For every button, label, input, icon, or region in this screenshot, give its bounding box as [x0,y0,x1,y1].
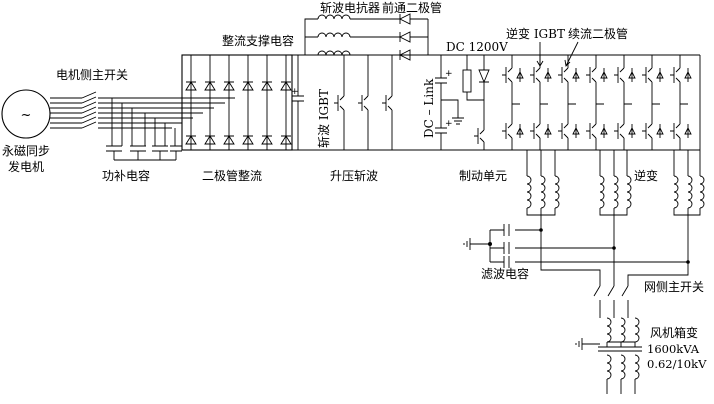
grid-switch-label: 网侧主开关 [644,280,704,294]
inverter-igbt-pointer [536,42,544,67]
filter-caps-label: 滤波电容 [481,266,529,281]
machine-side-switch [50,91,235,129]
freewheel-diode-pointer [564,41,579,67]
chopper-reactor-label: 斩波电抗器 [320,0,380,15]
braking-unit [462,55,490,150]
chopper-igbts [334,55,393,150]
diode-rectifier-label: 二极管整流 [202,168,262,183]
dc-support-capacitor: + [291,55,304,150]
transformer [575,317,642,394]
generator: ~ 永磁同步 发电机 [1,89,51,174]
output-reactors [526,150,705,262]
chopper-reactors [304,14,400,56]
transformer-ratio: 0.62/10kV [647,357,707,371]
braking-unit-label: 制动单元 [459,169,507,183]
grid-side-switch [593,285,629,318]
svg-text:+: + [445,69,453,79]
chopper-igbt-label: 斩波 IGBT [317,89,331,148]
inverter-label: 逆变 [634,168,658,183]
forward-diodes [398,13,429,61]
compensation-capacitors [106,98,182,161]
freewheel-diode-label: 续流二极管 [568,26,628,41]
generator-symbol: ~ [21,108,32,123]
diode-rectifier [181,54,293,151]
generator-label-line2: 发电机 [8,159,44,174]
generator-circle [1,89,51,139]
inverter-igbt-label: 逆变 IGBT [506,26,565,41]
generator-label-line1: 永磁同步 [2,143,50,158]
inverter-bridge [502,55,701,150]
dc-voltage-label: DC 1200V [446,40,508,54]
dc-link-capacitors: + + [435,55,464,150]
comp-caps-label: 功补电容 [102,168,150,183]
machine-switch-label: 电机侧主开关 [56,68,128,82]
boost-chopper-label: 升压斩波 [330,169,378,183]
svg-text:+: + [291,87,299,97]
dc-support-cap-label: 整流支撑电容 [222,33,294,48]
transformer-rating: 1600kVA [647,342,700,356]
filter-capacitors [463,224,690,286]
dc-link-label: DC – Link [422,78,436,138]
forward-diode-label: 前通二极管 [382,0,442,15]
transformer-label: 风机箱变 [650,325,698,340]
svg-text:+: + [445,119,453,129]
